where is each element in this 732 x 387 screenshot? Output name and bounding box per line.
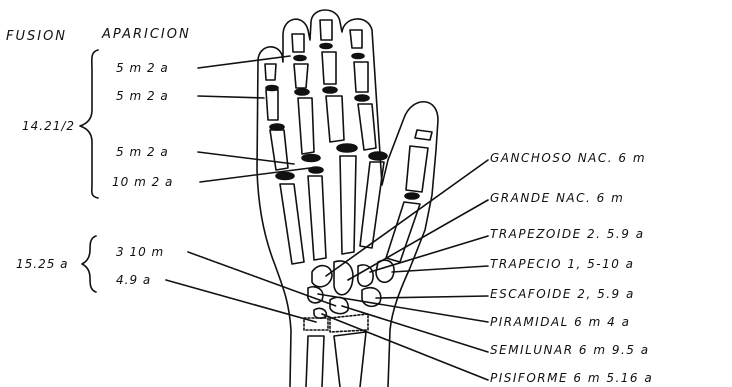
pisiform-bone: [314, 308, 326, 318]
thumb-proximal-phalanx: [406, 146, 428, 192]
little-proximal-phalanx: [270, 130, 288, 170]
leader-line-2: [198, 96, 264, 98]
leader-trapecio: [392, 266, 488, 272]
trapezium-bone: [376, 260, 394, 282]
ulna-bone: [306, 336, 324, 387]
thumb-distal-phalanx: [415, 130, 432, 140]
group-1-item: 5 m 2 a: [116, 146, 169, 158]
group-2-item: 4.9 a: [116, 274, 151, 286]
little-middle-phalanx: [266, 90, 278, 120]
ring-proximal-phalanx: [298, 98, 314, 154]
group-1-item: 10 m 2 a: [112, 176, 173, 188]
leader-escafoide: [376, 296, 488, 298]
header-fusion: FUSION: [6, 30, 67, 43]
index-proximal-phalanx: [358, 104, 376, 150]
radius-bone: [334, 332, 366, 387]
index-metacarpal: [360, 162, 384, 248]
ring-metacarpal: [308, 176, 326, 260]
header-aparicion: APARICION: [102, 28, 191, 41]
little-distal-phalanx: [265, 64, 276, 80]
capitate-bone: [334, 261, 353, 295]
label-grande: GRANDE NAC. 6 m: [490, 192, 624, 204]
thumb-epiphysis: [405, 193, 419, 199]
middle-middle-phalanx: [322, 52, 336, 84]
brace-group-1: [80, 50, 98, 198]
ring-middle-phalanx: [294, 64, 308, 88]
label-trapecio: TRAPECIO 1, 5-10 a: [490, 258, 635, 270]
middle-distal-phalanx: [320, 20, 332, 40]
label-escafoide: ESCAFOIDE 2, 5.9 a: [490, 288, 635, 300]
label-piramidal: PIRAMIDAL 6 m 4 a: [490, 316, 630, 328]
middle-metacarpal: [340, 156, 356, 254]
little-metacarpal: [280, 184, 304, 264]
trapezoid-bone: [358, 265, 373, 286]
label-trapezoide: TRAPEZOIDE 2. 5.9 a: [490, 228, 645, 240]
label-pisiforme: PISIFORME 6 m 5.16 a: [490, 372, 653, 384]
leader-line-3: [198, 152, 294, 164]
group-2-total: 15.25 a: [16, 258, 69, 270]
brace-group-2: [82, 236, 96, 292]
leader-line-6: [166, 280, 316, 322]
index-distal-phalanx: [350, 30, 362, 48]
group-1-item: 5 m 2 a: [116, 62, 169, 74]
index-middle-phalanx: [354, 62, 368, 92]
hamate-bone: [312, 266, 332, 287]
group-1-total: 14.21/2: [22, 120, 75, 132]
label-ganchoso: GANCHOSO NAC. 6 m: [490, 152, 646, 164]
group-2-item: 3 10 m: [116, 246, 164, 258]
middle-proximal-phalanx: [326, 96, 344, 142]
leader-pisiforme: [322, 314, 488, 380]
ring-distal-phalanx: [292, 34, 304, 52]
group-1-item: 5 m 2 a: [116, 90, 169, 102]
thumb-metacarpal: [386, 202, 420, 262]
label-semilunar: SEMILUNAR 6 m 9.5 a: [490, 344, 650, 356]
